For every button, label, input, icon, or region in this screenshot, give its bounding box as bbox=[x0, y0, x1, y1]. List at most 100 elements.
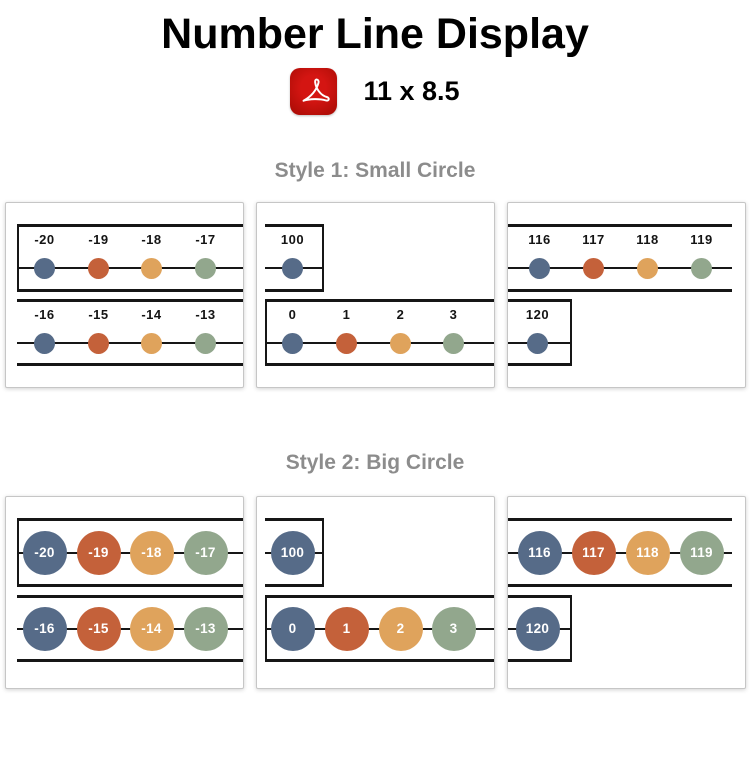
number-label: 116 bbox=[528, 232, 551, 247]
section-heading: Style 1: Small Circle bbox=[274, 159, 476, 182]
number-label: 117 bbox=[582, 232, 605, 247]
preview-panel: 100 0 1 2 3 bbox=[255, 202, 495, 388]
number-circle: 1 bbox=[324, 607, 369, 651]
strip-right-edge bbox=[321, 224, 324, 292]
number-circle bbox=[529, 257, 550, 279]
number-label: -18 bbox=[141, 232, 162, 247]
number-line bbox=[507, 266, 732, 270]
strip-top-border bbox=[264, 299, 494, 302]
number-circle: 3 bbox=[431, 607, 476, 651]
preview-panel: 100 0 1 2 3 bbox=[255, 496, 495, 689]
number-label: -20 bbox=[34, 545, 55, 561]
page-title: Number Line Display bbox=[161, 10, 589, 58]
number-label: -13 bbox=[195, 621, 216, 637]
pdf-icon bbox=[290, 67, 338, 115]
number-label: -14 bbox=[141, 621, 162, 637]
number-circle bbox=[34, 257, 55, 279]
strip-bottom-border bbox=[507, 289, 732, 292]
strip-top-border bbox=[507, 518, 732, 521]
number-circle: -20 bbox=[22, 531, 67, 575]
number-label: 0 bbox=[288, 621, 297, 637]
number-line bbox=[16, 266, 243, 270]
number-circle: -14 bbox=[129, 607, 174, 651]
strip-right-edge bbox=[569, 595, 572, 662]
number-circle bbox=[637, 257, 658, 279]
number-circle: -19 bbox=[76, 531, 121, 575]
number-line bbox=[16, 341, 243, 345]
number-circle: -16 bbox=[22, 607, 67, 651]
strip-top-border bbox=[507, 595, 570, 598]
number-label: 119 bbox=[690, 545, 713, 561]
strip-bottom-border bbox=[264, 659, 494, 662]
strip-bottom-border bbox=[507, 584, 732, 587]
number-label: 100 bbox=[280, 232, 305, 247]
pdf-info-row: 11 x 8.5 bbox=[0, 67, 750, 115]
number-label: -15 bbox=[88, 621, 109, 637]
number-label: 116 bbox=[528, 545, 551, 561]
number-label: 1 bbox=[342, 621, 351, 637]
number-circle: 116 bbox=[517, 531, 562, 575]
number-circle bbox=[390, 332, 411, 354]
strip-right-edge bbox=[321, 518, 324, 587]
number-label: -18 bbox=[141, 545, 162, 561]
number-circle: 2 bbox=[378, 607, 423, 651]
number-line bbox=[264, 341, 494, 345]
strip-bottom-border bbox=[264, 363, 494, 366]
strip-top-border bbox=[16, 299, 243, 302]
preview-panel: -20 -19 -18 -17 -16 -15 -14 -13 bbox=[4, 496, 244, 689]
number-circle bbox=[88, 257, 109, 279]
sections-container: Style 1: Small Circle-20-19-18-17-16-15-… bbox=[0, 159, 750, 689]
panel-row: -20 -19 -18 -17 -16 -15 -14 -13 100 0 1 2 3 116 117 118… bbox=[0, 496, 750, 689]
preview-panel: -20-19-18-17-16-15-14-13 bbox=[4, 202, 244, 388]
number-label: 117 bbox=[582, 545, 605, 561]
number-circle: -17 bbox=[183, 531, 228, 575]
number-circle bbox=[141, 332, 162, 354]
strip-top-border bbox=[16, 595, 243, 598]
number-label: -17 bbox=[195, 232, 216, 247]
strip-bottom-border bbox=[16, 363, 243, 366]
number-label: 100 bbox=[280, 545, 305, 561]
number-label: 3 bbox=[449, 621, 458, 637]
number-label: 120 bbox=[525, 621, 550, 637]
number-circle bbox=[527, 332, 548, 354]
strip-left-edge bbox=[264, 299, 267, 366]
strip-bottom-border bbox=[16, 659, 243, 662]
number-circle: 119 bbox=[679, 531, 724, 575]
number-circle: 0 bbox=[270, 607, 315, 651]
strip-bottom-border bbox=[16, 584, 243, 587]
page: Number Line Display 11 x 8.5 Style 1: Sm… bbox=[0, 10, 750, 689]
number-circle bbox=[195, 257, 216, 279]
number-circle bbox=[141, 257, 162, 279]
acrobat-glyph bbox=[302, 78, 330, 102]
strip-top-border bbox=[507, 299, 570, 302]
strip-top-border bbox=[264, 518, 322, 521]
strip-top-border bbox=[16, 518, 243, 521]
pdf-size-label: 11 x 8.5 bbox=[363, 75, 460, 106]
number-circle bbox=[34, 332, 55, 354]
number-label: -13 bbox=[195, 307, 216, 322]
number-label: -20 bbox=[34, 232, 55, 247]
number-circle bbox=[691, 257, 712, 279]
number-circle bbox=[282, 332, 303, 354]
strip-bottom-border bbox=[264, 584, 322, 587]
number-circle: -18 bbox=[129, 531, 174, 575]
preview-panel: 116 117 118 119 120 bbox=[506, 496, 746, 689]
number-circle bbox=[195, 332, 216, 354]
number-circle: 100 bbox=[270, 531, 315, 575]
number-label: 120 bbox=[525, 307, 550, 322]
number-label: 2 bbox=[396, 307, 405, 322]
number-label: 118 bbox=[636, 545, 659, 561]
number-label: 1 bbox=[342, 307, 351, 322]
strip-bottom-border bbox=[16, 289, 243, 292]
number-label: -14 bbox=[141, 307, 162, 322]
number-circle bbox=[443, 332, 464, 354]
number-label: 0 bbox=[288, 307, 297, 322]
number-circle: -15 bbox=[76, 607, 121, 651]
number-label: -19 bbox=[88, 232, 109, 247]
number-label: 3 bbox=[449, 307, 458, 322]
number-label: -17 bbox=[195, 545, 216, 561]
number-label: -16 bbox=[34, 621, 55, 637]
strip-right-edge bbox=[569, 299, 572, 366]
